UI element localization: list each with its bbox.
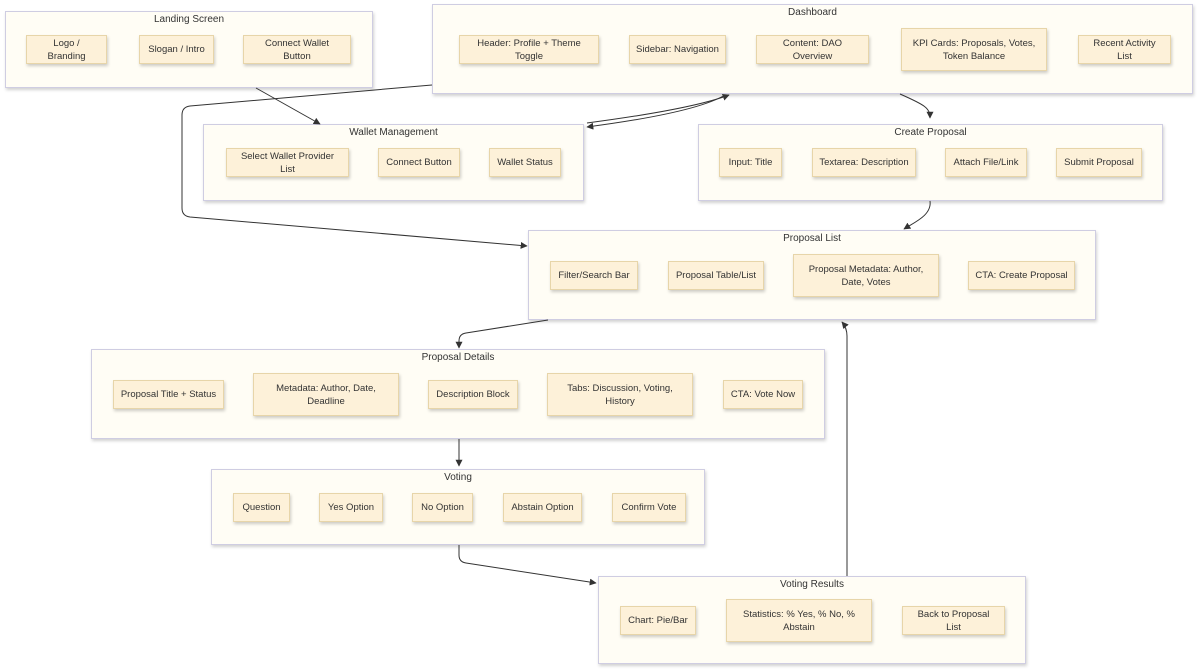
group-voting-results: Voting Results Chart: Pie/Bar Statistics… — [598, 576, 1026, 664]
node-statistics[interactable]: Statistics: % Yes, % No, % Abstain — [726, 599, 872, 642]
node-wallet-status[interactable]: Wallet Status — [489, 148, 561, 177]
node-filter-search-bar[interactable]: Filter/Search Bar — [550, 261, 638, 290]
group-title: Wallet Management — [349, 127, 438, 138]
node-connect-wallet-button[interactable]: Connect Wallet Button — [243, 35, 351, 64]
node-input-title[interactable]: Input: Title — [719, 148, 782, 177]
node-content-dao-overview[interactable]: Content: DAO Overview — [756, 35, 869, 64]
node-select-wallet-provider-list[interactable]: Select Wallet Provider List — [226, 148, 349, 177]
group-title: Proposal Details — [421, 352, 495, 363]
node-proposal-title-status[interactable]: Proposal Title + Status — [113, 380, 224, 409]
node-slogan-intro[interactable]: Slogan / Intro — [139, 35, 214, 64]
node-yes-option[interactable]: Yes Option — [319, 493, 383, 522]
node-chart-pie-bar[interactable]: Chart: Pie/Bar — [620, 606, 696, 635]
group-proposal-details: Proposal Details Proposal Title + Status… — [91, 349, 825, 439]
node-sidebar-navigation[interactable]: Sidebar: Navigation — [629, 35, 726, 64]
group-create-proposal: Create Proposal Input: Title Textarea: D… — [698, 124, 1163, 201]
group-dashboard: Dashboard Header: Profile + Theme Toggle… — [432, 4, 1193, 94]
edge-results-to-list — [841, 321, 849, 576]
node-description-block[interactable]: Description Block — [428, 380, 518, 409]
node-abstain-option[interactable]: Abstain Option — [503, 493, 582, 522]
node-header-profile-theme-toggle[interactable]: Header: Profile + Theme Toggle — [459, 35, 599, 64]
group-title: Proposal List — [783, 233, 841, 244]
node-question[interactable]: Question — [233, 493, 290, 522]
edge-dashboard-to-create — [899, 93, 934, 119]
node-textarea-description[interactable]: Textarea: Description — [812, 148, 916, 177]
edge-list-to-details — [455, 319, 549, 349]
node-back-to-proposal-list[interactable]: Back to Proposal List — [902, 606, 1005, 635]
node-confirm-vote[interactable]: Confirm Vote — [612, 493, 686, 522]
node-proposal-table-list[interactable]: Proposal Table/List — [668, 261, 764, 290]
group-title: Voting Results — [780, 579, 844, 590]
group-title: Voting — [444, 472, 472, 483]
node-cta-vote-now[interactable]: CTA: Vote Now — [723, 380, 803, 409]
group-wallet-management: Wallet Management Select Wallet Provider… — [203, 124, 584, 201]
edge-dashboard-to-wallet — [586, 94, 726, 130]
node-logo-branding[interactable]: Logo / Branding — [26, 35, 107, 64]
node-no-option[interactable]: No Option — [412, 493, 473, 522]
edge-voting-to-results — [458, 545, 597, 586]
node-connect-button[interactable]: Connect Button — [378, 148, 460, 177]
group-landing-screen: Landing Screen Logo / Branding Slogan / … — [5, 11, 373, 88]
group-proposal-list: Proposal List Filter/Search Bar Proposal… — [528, 230, 1096, 320]
node-cta-create-proposal[interactable]: CTA: Create Proposal — [968, 261, 1075, 290]
edge-landing-to-wallet — [255, 87, 321, 125]
node-attach-file-link[interactable]: Attach File/Link — [945, 148, 1027, 177]
node-proposal-metadata[interactable]: Proposal Metadata: Author, Date, Votes — [793, 254, 939, 297]
node-metadata-author-date-deadline[interactable]: Metadata: Author, Date, Deadline — [253, 373, 399, 416]
node-recent-activity-list[interactable]: Recent Activity List — [1078, 35, 1171, 64]
node-tabs-discussion-voting-history[interactable]: Tabs: Discussion, Voting, History — [547, 373, 693, 416]
group-title: Landing Screen — [153, 14, 225, 25]
group-title: Dashboard — [788, 7, 837, 18]
group-voting: Voting Question Yes Option No Option Abs… — [211, 469, 705, 545]
node-kpi-cards[interactable]: KPI Cards: Proposals, Votes, Token Balan… — [901, 28, 1047, 71]
node-submit-proposal[interactable]: Submit Proposal — [1056, 148, 1142, 177]
group-title: Create Proposal — [894, 127, 967, 138]
edge-wallet-to-dashboard — [586, 93, 730, 124]
edge-create-to-list — [903, 200, 931, 230]
